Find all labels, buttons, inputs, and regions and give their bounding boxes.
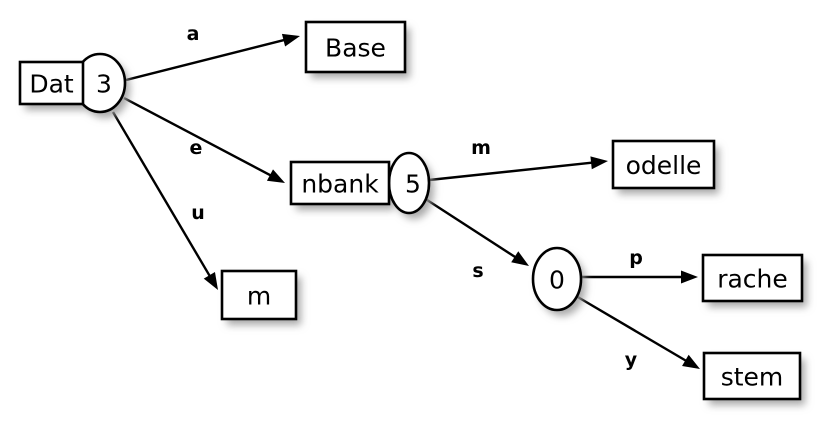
edge-labels-layer: a e u m s p y (187, 23, 643, 371)
edge-label-m: m (471, 137, 491, 159)
node-nodelle[interactable]: odelle (611, 139, 716, 190)
node-nrache[interactable]: rache (701, 253, 804, 303)
node-nstem[interactable]: stem (702, 351, 802, 401)
arrow-head-a (281, 33, 300, 47)
edge-label-e: e (190, 137, 203, 159)
node-box-nstem[interactable] (702, 351, 802, 401)
nodes-layer: Dat 3 Base nbank 5 m odelle 0 rache stem (18, 20, 804, 401)
edge-y (575, 294, 700, 369)
edge-label-a: a (187, 23, 200, 45)
edges-layer (111, 33, 700, 369)
node-ellipse-label-n0: 0 (549, 266, 565, 295)
node-box-label-nbase: Base (325, 34, 386, 63)
node-box-nrache[interactable] (701, 253, 804, 303)
node-ellipse-label-n3: 3 (96, 70, 112, 99)
node-nbase[interactable]: Base (304, 20, 407, 74)
edge-line-s (423, 196, 518, 260)
arrow-head-y (682, 354, 700, 369)
edge-a (125, 33, 300, 82)
arrow-head-p (681, 270, 698, 284)
node-box-label-n3: Dat (29, 70, 74, 99)
edge-line-e (123, 96, 274, 178)
edge-label-p: p (629, 247, 643, 269)
node-n0[interactable]: 0 (531, 246, 583, 312)
node-box-n5[interactable] (289, 160, 391, 206)
edge-m (428, 156, 608, 182)
edge-label-y: y (625, 349, 638, 371)
node-box-label-nstem: stem (721, 363, 784, 392)
arrow-head-s (511, 251, 529, 266)
node-box-nm[interactable] (220, 269, 298, 321)
edge-e (123, 96, 285, 183)
edge-u (111, 111, 218, 290)
node-box-label-nodelle: odelle (626, 151, 702, 180)
edge-p (580, 270, 698, 284)
node-box-label-nrache: rache (717, 265, 788, 294)
node-box-n3[interactable] (18, 60, 85, 106)
edge-line-a (125, 38, 287, 82)
node-n5[interactable]: nbank 5 (289, 151, 431, 215)
edge-line-y (575, 294, 689, 363)
node-ellipse-label-n5: 5 (405, 170, 421, 199)
edge-s (423, 196, 529, 266)
node-box-label-n5: nbank (301, 170, 379, 199)
node-box-nodelle[interactable] (611, 139, 716, 190)
edge-label-u: u (191, 202, 205, 224)
edge-line-u (111, 111, 212, 279)
arrow-head-u (203, 272, 218, 290)
edge-line-m (428, 161, 595, 182)
node-box-label-nm: m (247, 282, 271, 311)
node-box-nbase[interactable] (304, 20, 407, 74)
node-n3[interactable]: Dat 3 (18, 52, 127, 114)
node-ellipse-n0[interactable] (531, 246, 583, 312)
arrow-head-e (266, 169, 285, 183)
node-nm[interactable]: m (220, 269, 298, 321)
arrow-head-m (590, 156, 608, 170)
edge-label-s: s (472, 260, 483, 282)
